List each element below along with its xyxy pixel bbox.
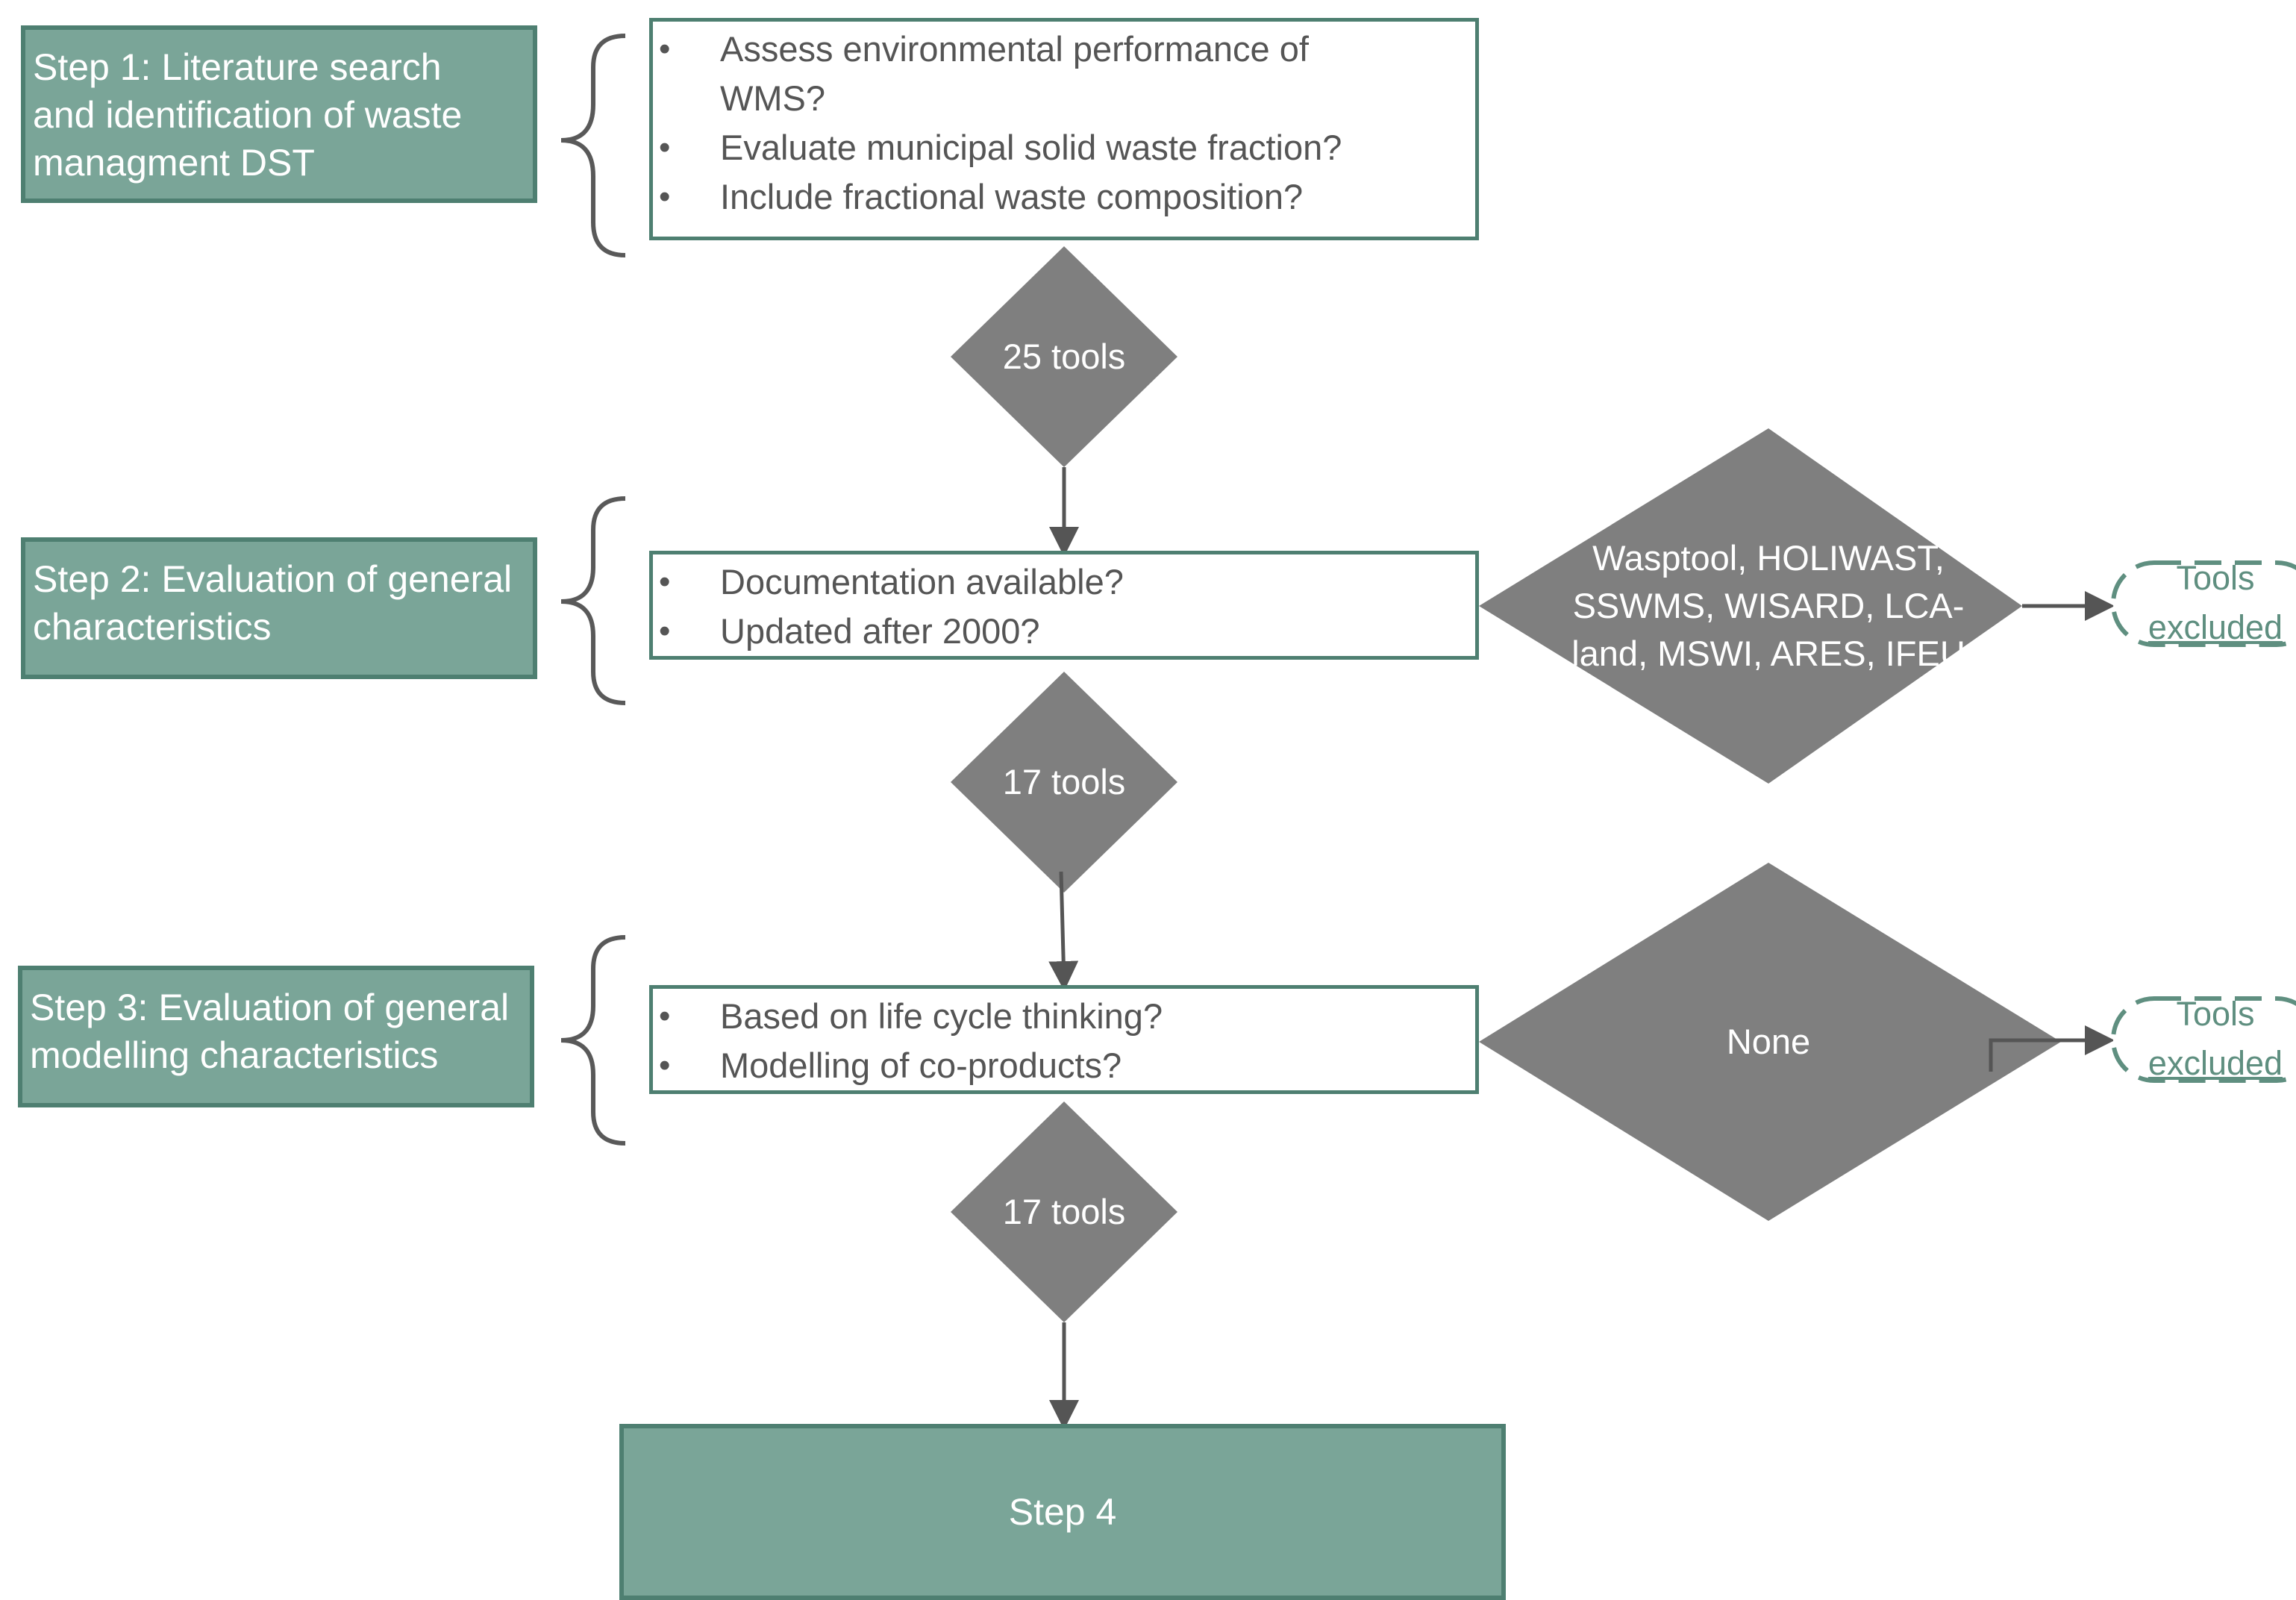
- step1-brace: [560, 34, 626, 257]
- excluded-tools-list-step2: Wasptool, HOLIWAST, SSWMS, WISARD, LCA- …: [1571, 538, 1965, 673]
- decision-diamond-17-tools-a: [951, 672, 1177, 893]
- excluded-tools-step3: None: [1726, 1022, 1811, 1061]
- criterion-item: Evaluate municipal solid waste fraction?: [653, 123, 1475, 172]
- arrow-17-tools-to-step3: [1048, 871, 1079, 991]
- criterion-item: Modelling of co-products?: [653, 1041, 1475, 1090]
- step3-label-line2: modelling characteristics: [30, 1034, 439, 1076]
- excluded-diamond-step2: [1479, 428, 2022, 784]
- decision-diamond-25-tools: [951, 246, 1177, 467]
- excluded-diamond-step3: [1479, 863, 2061, 1221]
- step2-label-line2: characteristics: [33, 606, 272, 648]
- step2-label-line1: Step 2: Evaluation of general: [33, 558, 513, 600]
- criterion-item: Updated after 2000?: [653, 607, 1475, 656]
- result-17-tools-b: 17 tools: [1002, 1192, 1126, 1231]
- step1-label-line3: managment DST: [33, 142, 315, 184]
- step3-criteria-box: Based on life cycle thinking? Modelling …: [649, 985, 1479, 1094]
- step4-label: Step 4: [1008, 1491, 1117, 1533]
- arrow-to-excluded-step3: [1989, 1025, 2115, 1072]
- result-17-tools-a: 17 tools: [1002, 762, 1126, 801]
- step2-box: Step 2: Evaluation of general characteri…: [21, 537, 537, 679]
- step4-box: Step 4: [619, 1424, 1506, 1600]
- tools-excluded-label-step3: Tools excluded: [2148, 995, 2283, 1082]
- step3-box: Step 3: Evaluation of general modelling …: [18, 966, 534, 1107]
- step1-criteria-box: Assess environmental performance of WMS?…: [649, 18, 1479, 240]
- tools-excluded-label-step2: Tools excluded: [2148, 559, 2283, 646]
- excluded-oval-step2: [2111, 560, 2296, 647]
- criterion-item: Documentation available?: [653, 557, 1475, 607]
- step2-brace: [560, 496, 626, 705]
- step3-label-line1: Step 3: Evaluation of general: [30, 987, 510, 1028]
- criterion-item: Based on life cycle thinking?: [653, 992, 1475, 1041]
- step1-label-line1: Step 1: Literature search: [33, 46, 442, 88]
- decision-diamond-17-tools-b: [951, 1101, 1177, 1322]
- step1-box: Step 1: Literature search and identifica…: [21, 25, 537, 203]
- result-25-tools: 25 tools: [1002, 337, 1126, 376]
- criterion-item: Include fractional waste composition?: [653, 172, 1475, 222]
- step1-label-line2: and identification of waste: [33, 94, 463, 136]
- excluded-oval-step3: [2111, 996, 2296, 1083]
- step2-criteria-box: Documentation available? Updated after 2…: [649, 551, 1479, 660]
- criterion-item: Assess environmental performance of WMS?: [653, 25, 1475, 123]
- step3-brace: [560, 935, 626, 1146]
